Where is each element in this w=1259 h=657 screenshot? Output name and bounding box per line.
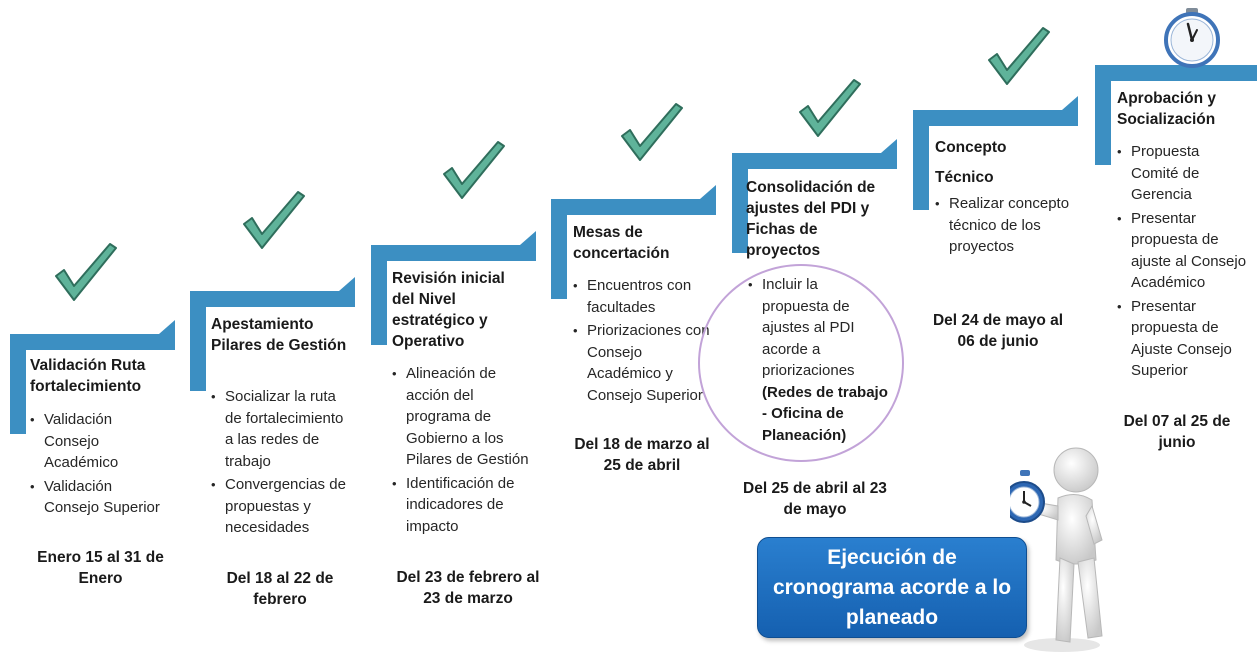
step-6-side [913, 110, 929, 210]
step-2-item-1: Socializar la ruta de fortalecimiento a … [211, 386, 353, 472]
check-icon [443, 141, 505, 199]
check-icon [243, 191, 305, 249]
step-6-bar [913, 110, 1078, 126]
step-4-title: Mesas de concertación [573, 224, 670, 262]
step-1-item-2: Validación Consejo Superior [30, 476, 170, 519]
step-1-item-1: Validación Consejo Académico [30, 409, 170, 474]
step-4-item-1: Encuentros con facultades [573, 275, 713, 318]
step-2-items: Socializar la ruta de fortalecimiento a … [211, 386, 353, 541]
step-1-date: Enero 15 al 31 de Enero [37, 549, 164, 587]
step-7-items: Propuesta Comité de Gerencia Presentar p… [1117, 141, 1249, 384]
step-2-item-2: Convergencias de propuestas y necesidade… [211, 474, 353, 539]
step-1-title: Validación Ruta fortalecimiento [30, 357, 146, 395]
step-6-title: Concepto Técnico [935, 139, 1007, 186]
step-2-tab [339, 277, 355, 291]
step-4-tab [700, 185, 716, 199]
step-5-title: Consolidación de ajustes del PDI y Ficha… [746, 179, 876, 259]
step-6-item-1: Realizar concepto técnico de los proyect… [935, 193, 1070, 258]
check-icon [621, 103, 683, 161]
step-3-items: Alineación de acción del programa de Gob… [392, 363, 534, 539]
step-1-tab [159, 320, 175, 334]
step-5-tab [881, 139, 897, 153]
step-4-date: Del 18 de marzo al 25 de abril [574, 436, 710, 474]
step-5-item-1: Incluir la propuesta de ajustes al PDI a… [748, 274, 888, 446]
step-2-side [190, 291, 206, 391]
step-3-item-1: Alineación de acción del programa de Gob… [392, 363, 534, 471]
check-icon [799, 79, 861, 137]
check-icon [988, 27, 1050, 85]
step-7-item-1: Propuesta Comité de Gerencia [1117, 141, 1249, 206]
step-2-bar [190, 291, 355, 307]
step-4-bar [551, 199, 716, 215]
highlight-circle [698, 264, 904, 462]
clock-icon [1164, 8, 1220, 68]
step-1-bar [10, 334, 175, 350]
step-7-item-2: Presentar propuesta de ajuste al Consejo… [1117, 208, 1249, 294]
step-5-side [732, 153, 748, 253]
step-4-side [551, 199, 567, 299]
step-3-side [371, 245, 387, 345]
step-3-title: Revisión inicial del Nivel estratégico y… [392, 270, 505, 350]
step-4-items: Encuentros con facultades Priorizaciones… [573, 275, 713, 408]
step-7-date: Del 07 al 25 de junio [1123, 413, 1231, 451]
execution-box: Ejecución de cronograma acorde a lo plan… [757, 537, 1027, 638]
step-5-item-1-text: Incluir la propuesta de ajustes al PDI a… [762, 276, 855, 379]
step-5-items: Incluir la propuesta de ajustes al PDI a… [748, 274, 888, 448]
step-7-title: Aprobación y Socialización [1117, 90, 1217, 128]
step-7-side [1095, 65, 1111, 165]
step-3-item-2: Identificación de indicadores de impacto [392, 473, 534, 538]
step-4-item-2: Priorizaciones con Consejo Académico y C… [573, 320, 713, 406]
step-5-bar [732, 153, 897, 169]
person-with-clock-icon [1010, 447, 1103, 652]
step-6-items: Realizar concepto técnico de los proyect… [935, 193, 1070, 260]
step-7-bar [1095, 65, 1257, 81]
step-1-side [10, 334, 26, 434]
step-3-bar [371, 245, 536, 261]
step-7-item-3: Presentar propuesta de Ajuste Consejo Su… [1117, 296, 1249, 382]
step-5-date: Del 25 de abril al 23 de mayo [743, 480, 887, 518]
step-6-date: Del 24 de mayo al 06 de junio [932, 312, 1064, 350]
step-3-date: Del 23 de febrero al 23 de marzo [396, 569, 540, 607]
step-5-item-1-bold: (Redes de trabajo - Oficina de Planeació… [762, 383, 888, 444]
step-3-tab [520, 231, 536, 245]
step-2-title: Apestamiento Pilares de Gestión [211, 316, 347, 354]
step-1-items: Validación Consejo Académico Validación … [30, 409, 170, 521]
check-icon [55, 243, 117, 301]
step-6-tab [1062, 96, 1078, 110]
step-2-date: Del 18 al 22 de febrero [226, 570, 334, 608]
